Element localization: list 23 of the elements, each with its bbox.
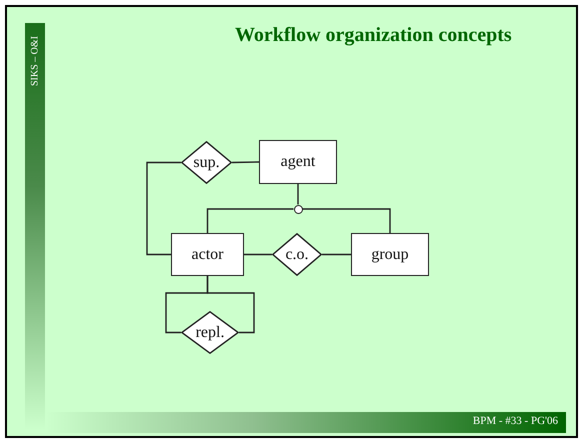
node-label: group (371, 246, 409, 264)
node-label: actor (192, 246, 224, 264)
connector-line (206, 208, 294, 233)
side-label: SIKS – O&I (30, 36, 40, 86)
node-label: sup. (193, 154, 220, 172)
connector-line (206, 276, 255, 334)
node-label: repl. (196, 324, 224, 342)
entity-box (259, 140, 337, 184)
connector-line (297, 184, 299, 204)
entity-box (351, 233, 429, 276)
connector-line (302, 208, 391, 233)
node-label: agent (280, 153, 316, 171)
connector-line (322, 254, 351, 256)
slide-title: Workflow organization concepts (235, 24, 512, 47)
connector-line (232, 161, 260, 164)
connector-line (146, 162, 181, 256)
relationship-diamond (181, 311, 239, 354)
connector-line (244, 254, 272, 256)
footer-label: BPM - #33 - PG'06 (472, 415, 558, 427)
node-label: c.o. (285, 246, 309, 264)
relationship-diamond (181, 141, 232, 184)
relationship-diamond (272, 233, 322, 276)
entity-box (171, 233, 244, 276)
